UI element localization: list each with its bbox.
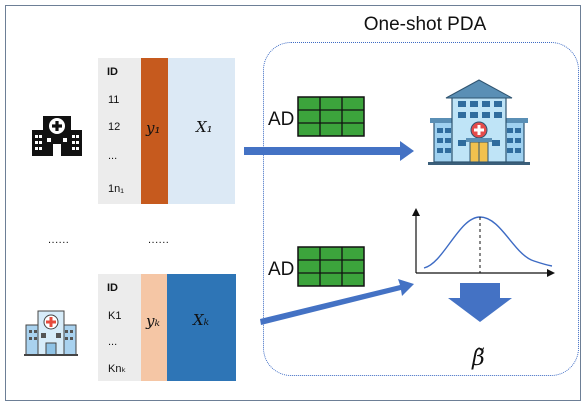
id-cell: 1n₁ <box>108 183 124 195</box>
id-header-k: ID <box>107 282 118 294</box>
ellipsis-mid: ...... <box>148 234 170 246</box>
arrow-site1-to-center <box>244 141 414 161</box>
down-arrow-icon <box>448 283 512 322</box>
distribution-curve-icon <box>412 208 555 277</box>
diagram-title: One-shot PDA <box>363 14 487 35</box>
pda-region-boundary <box>263 42 579 376</box>
ellipsis-left: ...... <box>48 234 70 246</box>
id-cell: ... <box>108 336 118 348</box>
id-column-k <box>98 274 141 381</box>
ad-label-top: AD <box>268 109 295 130</box>
aggregate-data-grid-icon <box>297 246 365 287</box>
id-cell: ... <box>108 150 118 162</box>
xk-block <box>167 274 236 381</box>
y1-label: y₁ <box>146 119 161 137</box>
id-header-1: ID <box>107 66 118 78</box>
diagram-frame <box>5 5 581 401</box>
id-cell: K1 <box>108 310 122 322</box>
id-cell: 12 <box>108 121 121 133</box>
hospital-icon-small <box>24 310 78 356</box>
hospital-building-icon <box>428 79 530 165</box>
yk-column <box>141 274 167 381</box>
x1-block <box>168 58 235 204</box>
y1-column <box>141 58 168 204</box>
id-cell: Knₖ <box>108 363 127 375</box>
arrow-sitek-to-curve <box>260 279 414 325</box>
ad-label-bottom: AD <box>268 259 295 280</box>
aggregate-data-grid-icon <box>297 96 365 137</box>
hospital-icon-black <box>32 116 82 156</box>
result-beta-label: β̃ <box>472 346 485 371</box>
id-cell: 11 <box>108 94 120 106</box>
id-column-1 <box>98 58 141 204</box>
xk-label: Xₖ <box>193 311 210 329</box>
yk-label: yₖ <box>146 312 160 330</box>
x1-label: X₁ <box>196 118 213 136</box>
